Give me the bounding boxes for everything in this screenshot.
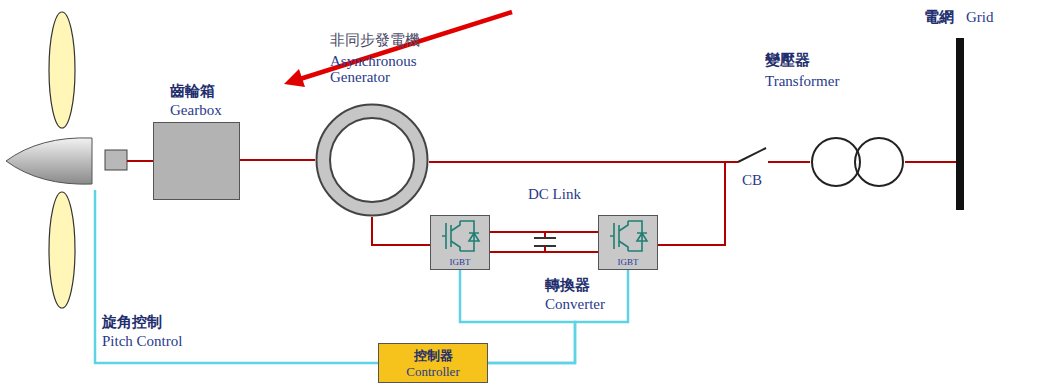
node-heading: 變壓器 (765, 51, 810, 69)
node-heading: 非同步發電機 (330, 31, 420, 49)
igbt-symbol (442, 221, 479, 251)
igbt-body (599, 216, 658, 270)
igbt-label: IGBT (430, 257, 490, 267)
rotor-blade (49, 192, 75, 308)
gen-outline (315, 103, 429, 217)
igbt-box: IGBT (598, 215, 658, 270)
converter-label: 轉換器 (545, 276, 590, 294)
igbt-body (431, 216, 490, 270)
gearbox-body (154, 123, 240, 200)
power-wire (490, 232, 598, 252)
gear-outline (153, 122, 240, 200)
controller-text: Controller (406, 364, 459, 379)
capacitor-symbol (534, 232, 556, 252)
pitch-control-label: 旋角控制 (102, 313, 162, 331)
transformer-winding (855, 138, 903, 186)
controller-box: 控制器Controller (378, 343, 488, 383)
igbt-box: IGBT (430, 215, 490, 270)
node-heading: 齒輪箱 (170, 82, 215, 100)
tr-outline (810, 137, 905, 187)
igbt-symbol (610, 221, 647, 251)
control-wire (488, 270, 628, 363)
shaft-line (127, 160, 153, 162)
node-heading: Asynchronous Generator (330, 53, 430, 85)
pitch-control-wire (95, 190, 378, 363)
busbar (956, 38, 964, 210)
rotor-hub (6, 138, 92, 184)
callout-arrow (284, 12, 512, 87)
node-heading: Gearbox (170, 102, 222, 118)
bus-label: DC Link (528, 186, 581, 202)
transformer-winding (812, 138, 860, 186)
igbt-lines (442, 221, 460, 251)
bar-outline (956, 38, 964, 210)
node-heading: 電網 (924, 8, 954, 26)
breaker-label: CB (742, 172, 762, 188)
power-wire (658, 162, 810, 245)
breaker-gap (733, 146, 773, 160)
grid-busbar: 電網Grid (956, 38, 964, 210)
transformer-symbol: 變壓器Transformer (810, 137, 905, 187)
power-wire (905, 161, 956, 163)
rotor-blade (49, 12, 75, 128)
converter-label: Converter (545, 296, 605, 312)
controller-text: 控制器 (414, 348, 453, 364)
stator-ring (317, 105, 428, 216)
node-heading: Transformer (765, 73, 839, 89)
shaft-coupling (105, 150, 127, 170)
diode-lines (460, 221, 479, 251)
gearbox-box: 齒輪箱Gearbox (153, 122, 240, 200)
rotor-core (330, 118, 414, 202)
power-wire (372, 217, 430, 245)
diode-lines (628, 221, 647, 251)
igbt-label: IGBT (598, 257, 658, 267)
circuit-breaker-symbol (728, 148, 778, 162)
node-heading: Grid (966, 9, 994, 25)
generator-circle: 非同步發電機Asynchronous Generator (315, 103, 429, 217)
power-wire (240, 159, 315, 161)
pitch-control-label: Pitch Control (102, 333, 182, 349)
igbt-lines (610, 221, 628, 251)
